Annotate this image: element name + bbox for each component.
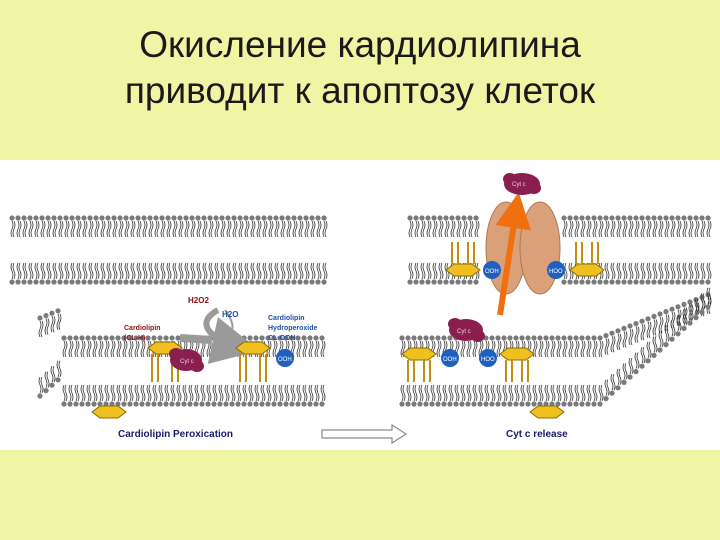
title-line-2: приводит к апоптозу клеток bbox=[124, 70, 596, 111]
diagram-panel: H2O2 H2O Cardiolipin (CL-H) Cardiolipin … bbox=[0, 160, 720, 450]
bilayer-left-lower-bottom bbox=[37, 360, 326, 407]
bilayer-right-upper-top-b bbox=[561, 215, 712, 238]
cl-arrow bbox=[179, 334, 213, 344]
cyt-c-released-label: Cyt c bbox=[512, 182, 526, 188]
ooh-bubble-upper: OOH bbox=[483, 261, 501, 279]
clooh-label-2: Hydroperoxide bbox=[268, 325, 318, 332]
transition-arrow bbox=[321, 423, 408, 445]
cardiolipin-label: Cardiolipin bbox=[124, 325, 161, 332]
cardiolipin-abbr-label: (CL-H) bbox=[124, 335, 145, 342]
ooh-lower-label: OOH bbox=[443, 357, 457, 363]
cyt-c-released: Cyt c bbox=[503, 173, 541, 195]
ooh-bubble-lower: OOH bbox=[441, 349, 459, 367]
hoo-upper-label: HOO bbox=[549, 269, 563, 275]
hoo-bubble-upper: HOO bbox=[547, 261, 565, 279]
h2o-label: H2O bbox=[222, 310, 238, 319]
bilayer-left-upper-top bbox=[9, 215, 328, 238]
cyt-c-detaching: Cyt c bbox=[448, 318, 485, 342]
title-line-1: Окисление кардиолипина bbox=[139, 24, 581, 65]
bilayer-right-upper-top-a bbox=[407, 215, 480, 238]
ooh-bubble-left: OOH bbox=[276, 349, 294, 367]
h2o2-label: H2O2 bbox=[188, 296, 209, 305]
bilayer-right-lower-top bbox=[399, 292, 712, 358]
clooh-label-3: CL-OOH bbox=[268, 335, 296, 342]
cardiolipin-lower-right bbox=[401, 347, 565, 419]
ooh-label: OOH bbox=[278, 357, 292, 363]
pore-protein bbox=[485, 201, 561, 295]
right-panel: Cyt c Cyt c bbox=[401, 173, 605, 440]
h2o-arrow bbox=[224, 309, 234, 339]
reaction-arrow bbox=[203, 307, 260, 364]
cyt-c-detaching-label: Cyt c bbox=[457, 329, 471, 335]
bilayer-right-lower-bottom bbox=[399, 287, 712, 407]
release-arrow bbox=[495, 192, 532, 316]
hoo-lower-label: HOO bbox=[481, 357, 495, 363]
right-caption: Cyt c release bbox=[506, 429, 568, 440]
cyt-c-bound: Cyt c bbox=[169, 348, 204, 372]
left-panel: H2O2 H2O Cardiolipin (CL-H) Cardiolipin … bbox=[91, 296, 318, 440]
ooh-upper-label: OOH bbox=[485, 269, 499, 275]
cyt-c-label: Cyt c bbox=[180, 359, 194, 365]
lipid-bilayers bbox=[9, 215, 712, 407]
cardiolipin-hydroperoxide-molecule bbox=[235, 341, 271, 382]
membrane-diagram: H2O2 H2O Cardiolipin (CL-H) Cardiolipin … bbox=[9, 173, 712, 445]
cardiolipin-lower-molecule bbox=[91, 405, 127, 419]
bilayer-left-upper-bottom bbox=[9, 262, 328, 285]
left-caption: Cardiolipin Peroxication bbox=[118, 429, 233, 440]
cardiolipin-upper-right bbox=[445, 242, 605, 277]
hoo-bubble-lower: HOO bbox=[479, 349, 497, 367]
slide-title: Окисление кардиолипина приводит к апопто… bbox=[0, 22, 720, 114]
clooh-label-1: Cardiolipin bbox=[268, 315, 305, 322]
